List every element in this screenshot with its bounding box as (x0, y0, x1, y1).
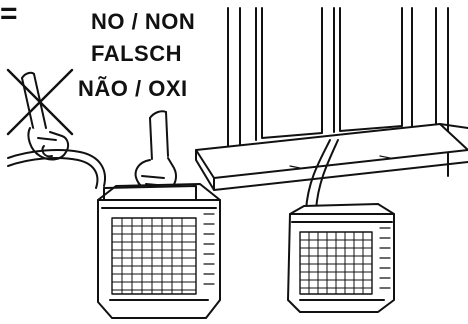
outdoor-unit-icon (288, 204, 394, 312)
corner-mark: = (0, 0, 18, 31)
label-nao-oxi: NÃO / OXI (78, 76, 188, 102)
outdoor-unit-icon (98, 184, 220, 318)
hand-icon (22, 73, 68, 160)
window-icon (196, 8, 468, 190)
label-no-non: NO / NON (91, 9, 195, 35)
label-falsch: FALSCH (91, 41, 182, 67)
hand-icon (136, 111, 176, 191)
